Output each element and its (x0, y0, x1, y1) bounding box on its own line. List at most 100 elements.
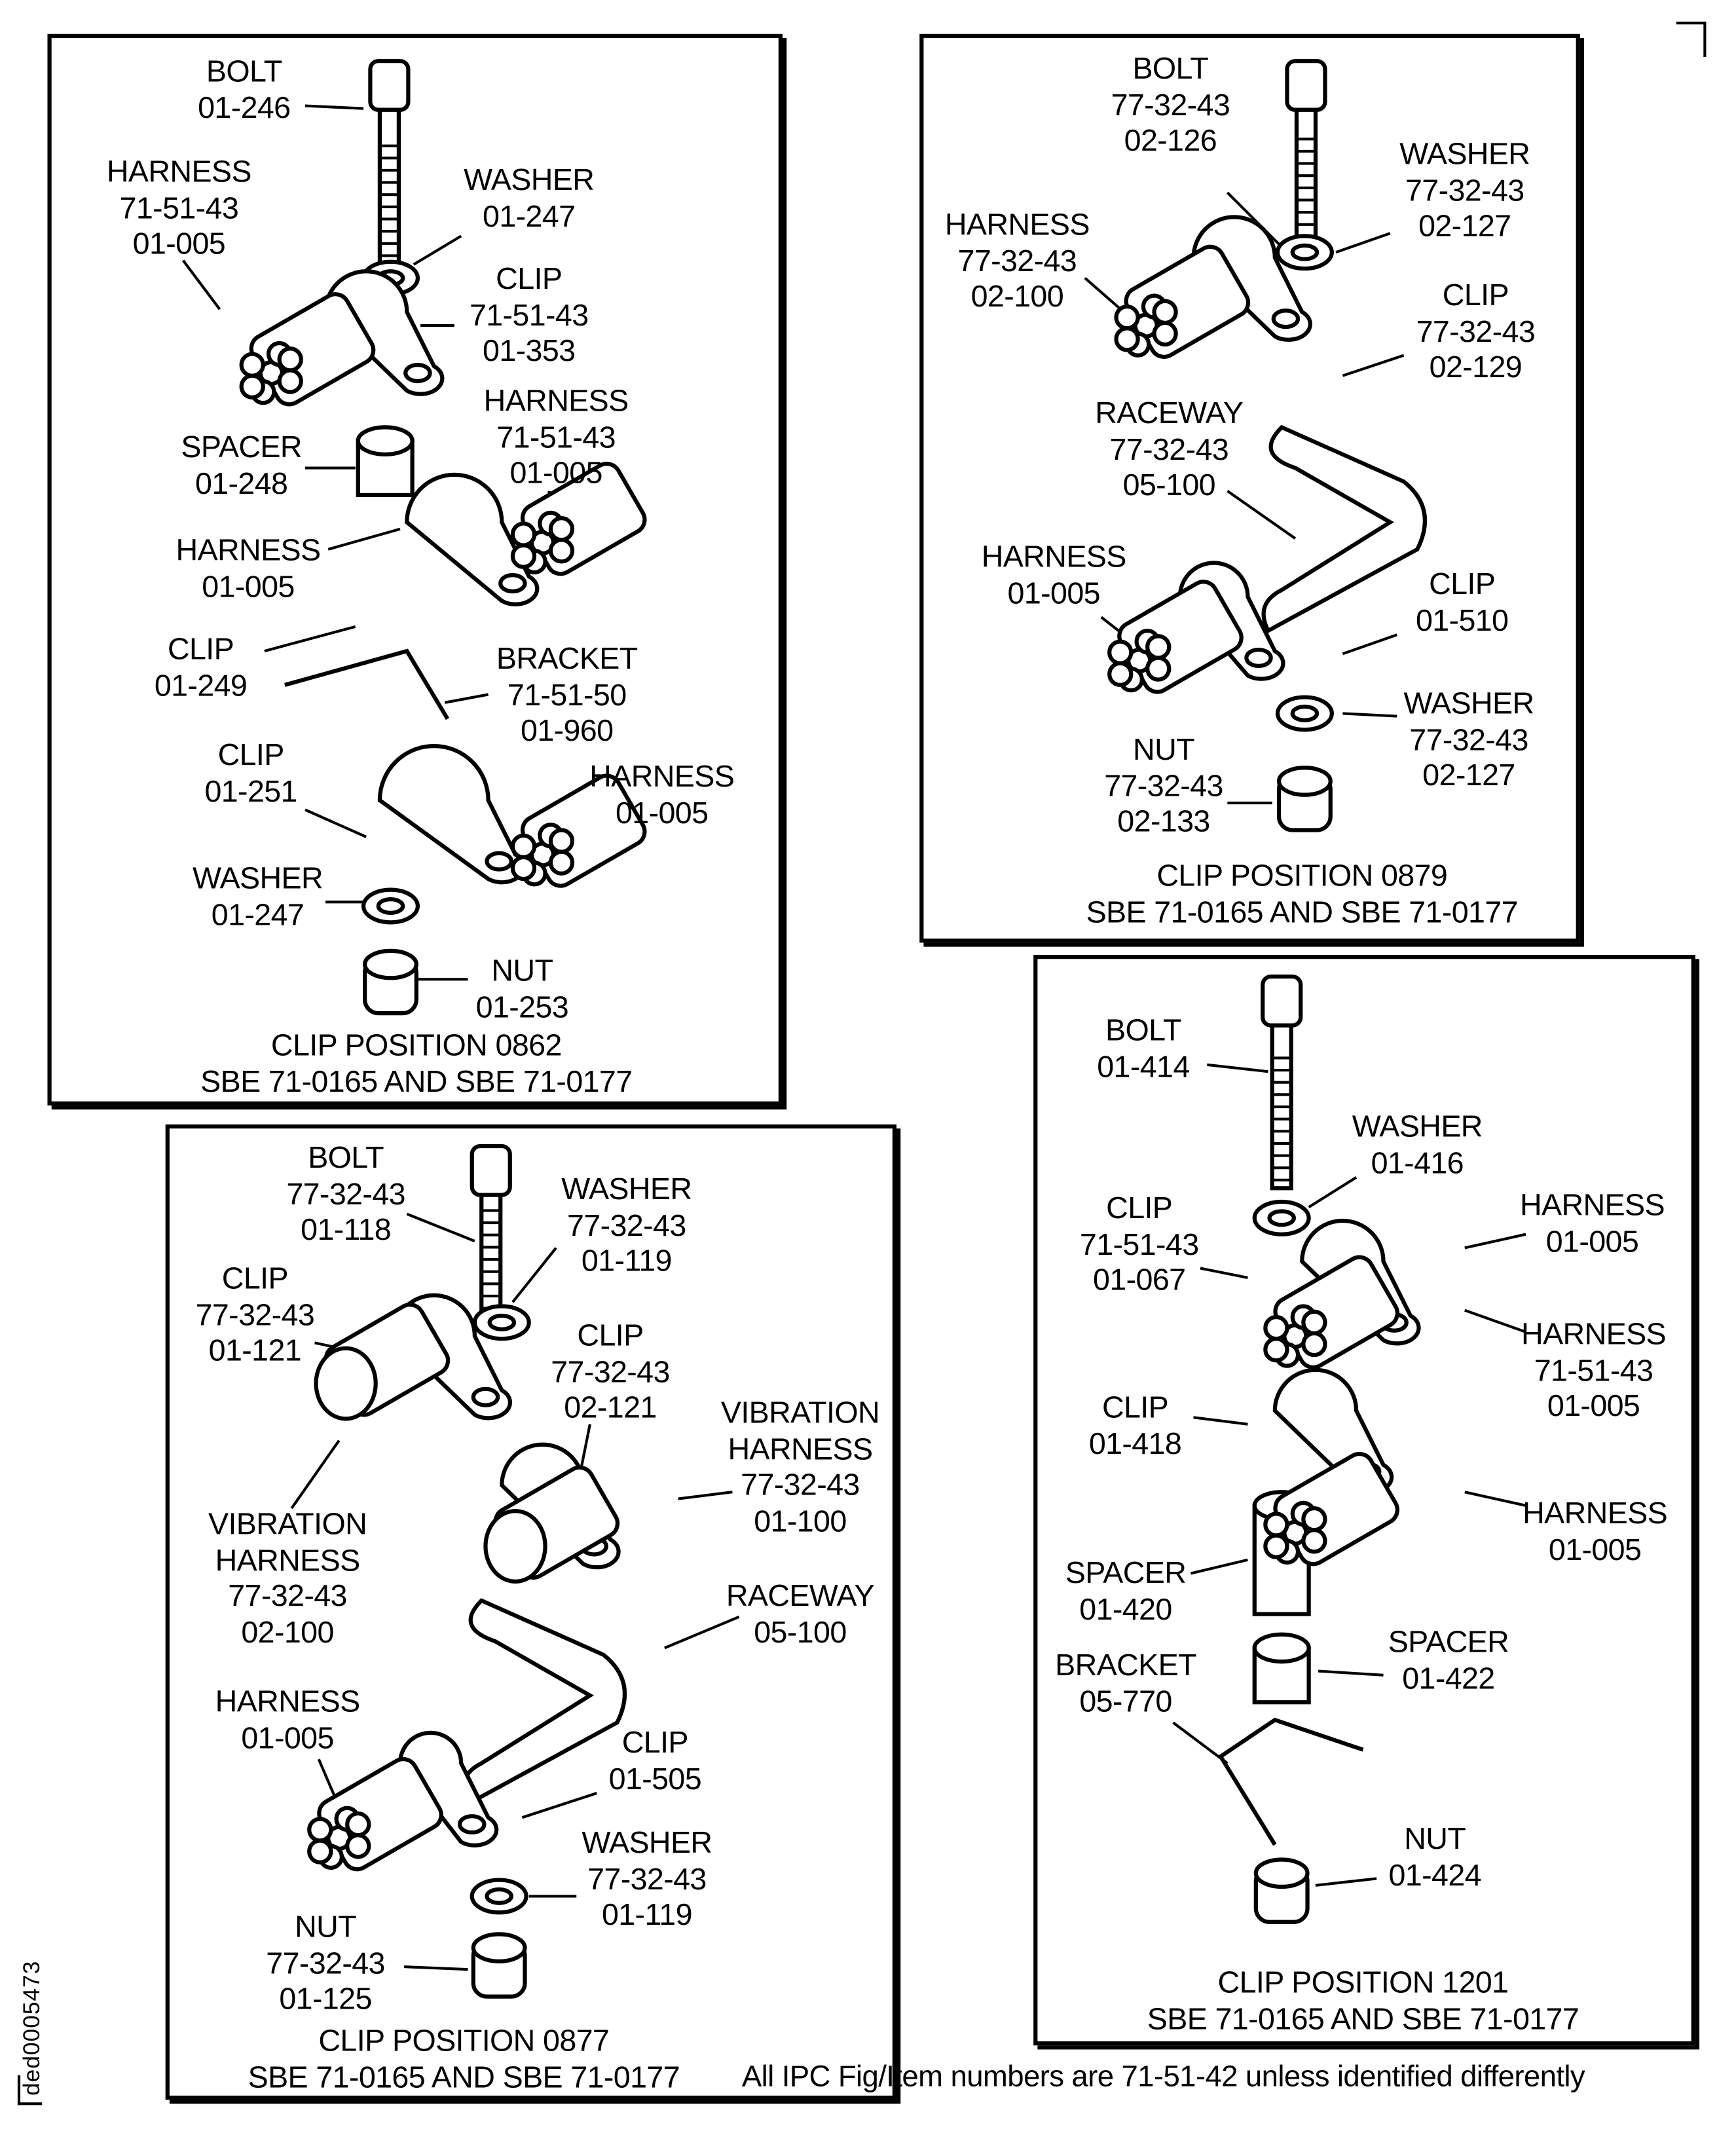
wire-end (1301, 1331, 1327, 1358)
nut-top (471, 1932, 527, 1963)
callout-line: 01-420 (1079, 1591, 1172, 1626)
callout-line: CLIP (221, 1261, 289, 1295)
callout-line: 01-246 (198, 90, 291, 124)
wire-end (1263, 1314, 1289, 1341)
leader-line (511, 1247, 557, 1303)
leader-line (327, 527, 401, 551)
callout-line: 77-32-43 (266, 1945, 385, 1980)
washer-icon (470, 1878, 528, 1915)
callout-line: 77-32-43 (551, 1354, 670, 1388)
callout-line: NUT (491, 953, 553, 988)
callout-line: HARNESS (944, 207, 1090, 242)
callout-line: CLIP (496, 261, 563, 296)
washer-icon (1275, 234, 1334, 271)
panel-title-line: SBE 71-0165 AND SBE 71-0177 (1147, 2001, 1579, 2035)
washer-icon (1275, 695, 1334, 732)
spacer-top (1252, 1632, 1311, 1664)
callout-line: 77-32-43 (286, 1176, 405, 1211)
callout-line: 01-119 (601, 1897, 693, 1932)
wire-end (1107, 639, 1134, 665)
leader-line (264, 625, 356, 653)
wire-end (277, 346, 303, 373)
callout-line: HARNESS (981, 540, 1127, 574)
wire-end (1107, 661, 1134, 688)
leader-line (1207, 1063, 1268, 1073)
callout-line: BRACKET (496, 641, 638, 676)
nut-top (363, 948, 418, 980)
callout-line: 71-51-43 (469, 297, 589, 332)
leader-line (1226, 191, 1283, 248)
bolt-head-icon (1261, 975, 1303, 1028)
callout-line: 71-51-43 (1534, 1352, 1653, 1387)
callout-line: 71-51-43 (1079, 1227, 1199, 1261)
washer-icon (472, 1304, 531, 1341)
callout-line: 77-32-43 (1104, 768, 1223, 803)
callout-line: 01-247 (211, 897, 305, 931)
callout-line: BOLT (1132, 51, 1209, 86)
wire-end (510, 521, 537, 548)
callout-line: 77-32-43 (1416, 314, 1536, 348)
wire-end (345, 1833, 371, 1859)
clip-hole (1244, 647, 1273, 669)
callout-line: VIBRATION (208, 1506, 367, 1541)
callout-line: 01-005 (1007, 576, 1101, 610)
bracket-icon (284, 648, 450, 720)
leader-line (305, 104, 364, 110)
callout-line: 77-32-43 (1409, 722, 1528, 756)
wire-end (548, 849, 575, 876)
panel-title-line: CLIP POSITION 0862 (270, 1028, 562, 1062)
braided-harness-end-icon (314, 1346, 378, 1421)
bolt-head-icon (470, 1143, 512, 1197)
nut-top (1276, 766, 1333, 797)
callout-line: 01-249 (154, 668, 248, 702)
clip-hole (457, 1814, 487, 1835)
callout-line: 01-418 (1088, 1426, 1182, 1460)
bolt-head-icon (368, 59, 411, 112)
callout-line: 02-133 (1117, 804, 1210, 838)
wire-end (548, 828, 575, 854)
callout-line: 01-247 (483, 198, 576, 233)
leader-line (406, 1212, 475, 1242)
wire-end (307, 1817, 333, 1843)
callout-line: HARNESS (106, 155, 252, 189)
panel-title-line: SBE 71-0165 AND SBE 71-0177 (248, 2059, 680, 2094)
raceway-icon (461, 1598, 627, 1807)
callout-line: CLIP (1101, 1390, 1169, 1424)
callout-line: 01-005 (1548, 1532, 1642, 1567)
leader-line (1342, 712, 1397, 718)
callout-line: 01-510 (1415, 603, 1509, 637)
callout-line: 01-005 (241, 1720, 334, 1754)
callout-line: 77-32-43 (957, 243, 1077, 278)
callout-line: HARNESS (1519, 1188, 1665, 1223)
callout-line: 77-32-43 (1111, 87, 1230, 122)
callout-line: SPACER (181, 430, 302, 464)
leader-line (181, 259, 221, 310)
wire-end (548, 516, 575, 542)
wire-end (345, 1811, 371, 1838)
callout-line: 01-005 (1545, 1224, 1639, 1258)
callout-line: 01-251 (204, 773, 297, 808)
clip-icon (377, 744, 526, 885)
leader-line (1190, 1558, 1248, 1575)
